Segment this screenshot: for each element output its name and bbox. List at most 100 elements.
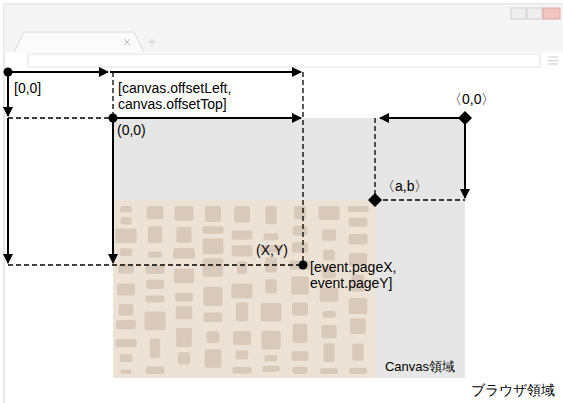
calligraphy-stroke — [146, 280, 164, 289]
menu-icon — [548, 57, 558, 64]
calligraphy-stroke — [119, 304, 134, 316]
calligraphy-stroke — [236, 350, 249, 359]
calligraphy-stroke — [349, 368, 367, 374]
measure-arrows — [8, 72, 465, 263]
calligraphy-stroke — [204, 313, 223, 322]
calligraphy-stroke — [348, 234, 367, 245]
calligraphy-stroke — [261, 331, 280, 350]
calligraphy-stroke — [265, 279, 277, 293]
calligraphy-stroke — [205, 349, 222, 367]
calligraphy-stroke — [293, 324, 308, 343]
calligraphy-stroke — [291, 351, 308, 361]
browser-tab — [14, 32, 144, 52]
calligraphy-stroke — [261, 303, 282, 321]
tab-close-icon — [124, 39, 130, 45]
calligraphy-stroke — [350, 318, 366, 334]
origin-label: (0,0) — [117, 122, 146, 138]
origin-label: 〈0,0〉 — [448, 91, 495, 107]
calligraphy-stroke — [120, 354, 133, 362]
origin-diamond — [458, 111, 472, 125]
canvas-region: Canvas領域 — [113, 118, 465, 378]
calligraphy-stroke — [115, 339, 136, 347]
origin-label: [0,0] — [14, 80, 41, 96]
region-label: ブラウザ領域 — [471, 382, 555, 399]
new-tab-icon — [148, 38, 156, 46]
point-dot — [299, 261, 308, 270]
calligraphy-stroke — [203, 258, 223, 276]
calligraphy-stroke — [148, 226, 162, 243]
offset-label: [canvas.offsetLeft, canvas.offsetTop] — [118, 80, 298, 112]
calligraphy-stroke — [120, 206, 132, 213]
calligraphy-stroke — [292, 242, 308, 253]
calligraphy-stroke — [323, 250, 335, 261]
calligraphy-stroke — [173, 248, 195, 258]
calligraphy-stroke — [178, 352, 190, 364]
calligraphy-stroke — [347, 206, 368, 212]
calligraphy-stroke — [320, 368, 338, 374]
close-button — [543, 8, 560, 19]
calligraphy-stroke — [145, 296, 164, 303]
calligraphy-stroke — [264, 233, 279, 240]
guide-line — [112, 72, 113, 118]
calligraphy-stroke — [203, 239, 224, 255]
calligraphy-stroke — [293, 226, 307, 236]
point-label: 〈a,b〉 — [381, 178, 428, 194]
calligraphy-stroke — [202, 226, 223, 234]
calligraphy-stroke — [117, 283, 135, 295]
calligraphy-stroke — [236, 303, 248, 322]
arrow — [7, 118, 9, 263]
guide-line — [374, 118, 375, 200]
calligraphy-stroke — [205, 206, 221, 222]
browser-titlebar — [5, 5, 563, 53]
calligraphy-stroke — [146, 265, 165, 274]
calligraphy-stroke — [352, 343, 363, 360]
calligraphy-stroke — [349, 298, 367, 314]
calligraphy-stroke — [176, 306, 193, 319]
calligraphy-stroke — [121, 370, 132, 374]
calligraphy-stroke — [294, 206, 306, 219]
calligraphy-stroke — [293, 367, 308, 374]
calligraphy-stroke — [176, 227, 191, 243]
calligraphy-stroke — [150, 338, 160, 357]
calligraphy-stroke — [231, 284, 252, 299]
calligraphy-stroke — [321, 325, 336, 338]
address-bar — [28, 54, 540, 67]
arrow — [113, 117, 301, 119]
origin-dot — [109, 114, 118, 123]
calligraphy-stroke — [324, 343, 335, 362]
guide-line — [8, 117, 113, 118]
calligraphy-stroke — [322, 230, 336, 241]
calligraphy-stroke — [232, 367, 251, 374]
event-label: [event.pageX, event.pageY] — [310, 259, 422, 291]
guide-lines — [8, 72, 465, 265]
calligraphy-stroke — [175, 206, 194, 221]
minimize-button — [511, 8, 526, 19]
calligraphy-stroke — [174, 268, 194, 283]
calligraphy-stroke — [265, 355, 278, 361]
calligraphy-stroke — [265, 206, 276, 224]
arrow — [380, 117, 465, 119]
calligraphy-stroke — [291, 277, 309, 295]
guide-line — [375, 199, 465, 200]
calligraphy-stroke — [120, 217, 131, 225]
arrow — [110, 71, 301, 73]
calligraphy-stroke — [262, 366, 279, 372]
calligraphy-stroke — [203, 287, 222, 306]
region-label: Canvas領域 — [385, 359, 455, 375]
calligraphy-stroke — [146, 366, 165, 374]
calligraphy-stroke — [319, 206, 340, 220]
calligraphy-stroke — [176, 328, 192, 347]
arrow — [112, 118, 114, 263]
point-label: (X,Y) — [256, 242, 288, 258]
browser-region: ブラウザ領域 Canvas領域 — [4, 4, 563, 403]
arrow — [464, 118, 466, 198]
calligraphy-stroke — [237, 261, 247, 274]
calligraphy-stroke — [115, 229, 136, 243]
browser-frame — [4, 4, 563, 403]
point-diamond — [368, 193, 382, 207]
guide-line — [302, 72, 303, 265]
calligraphy-stroke — [292, 302, 308, 315]
calligraphy-stroke — [147, 206, 164, 219]
